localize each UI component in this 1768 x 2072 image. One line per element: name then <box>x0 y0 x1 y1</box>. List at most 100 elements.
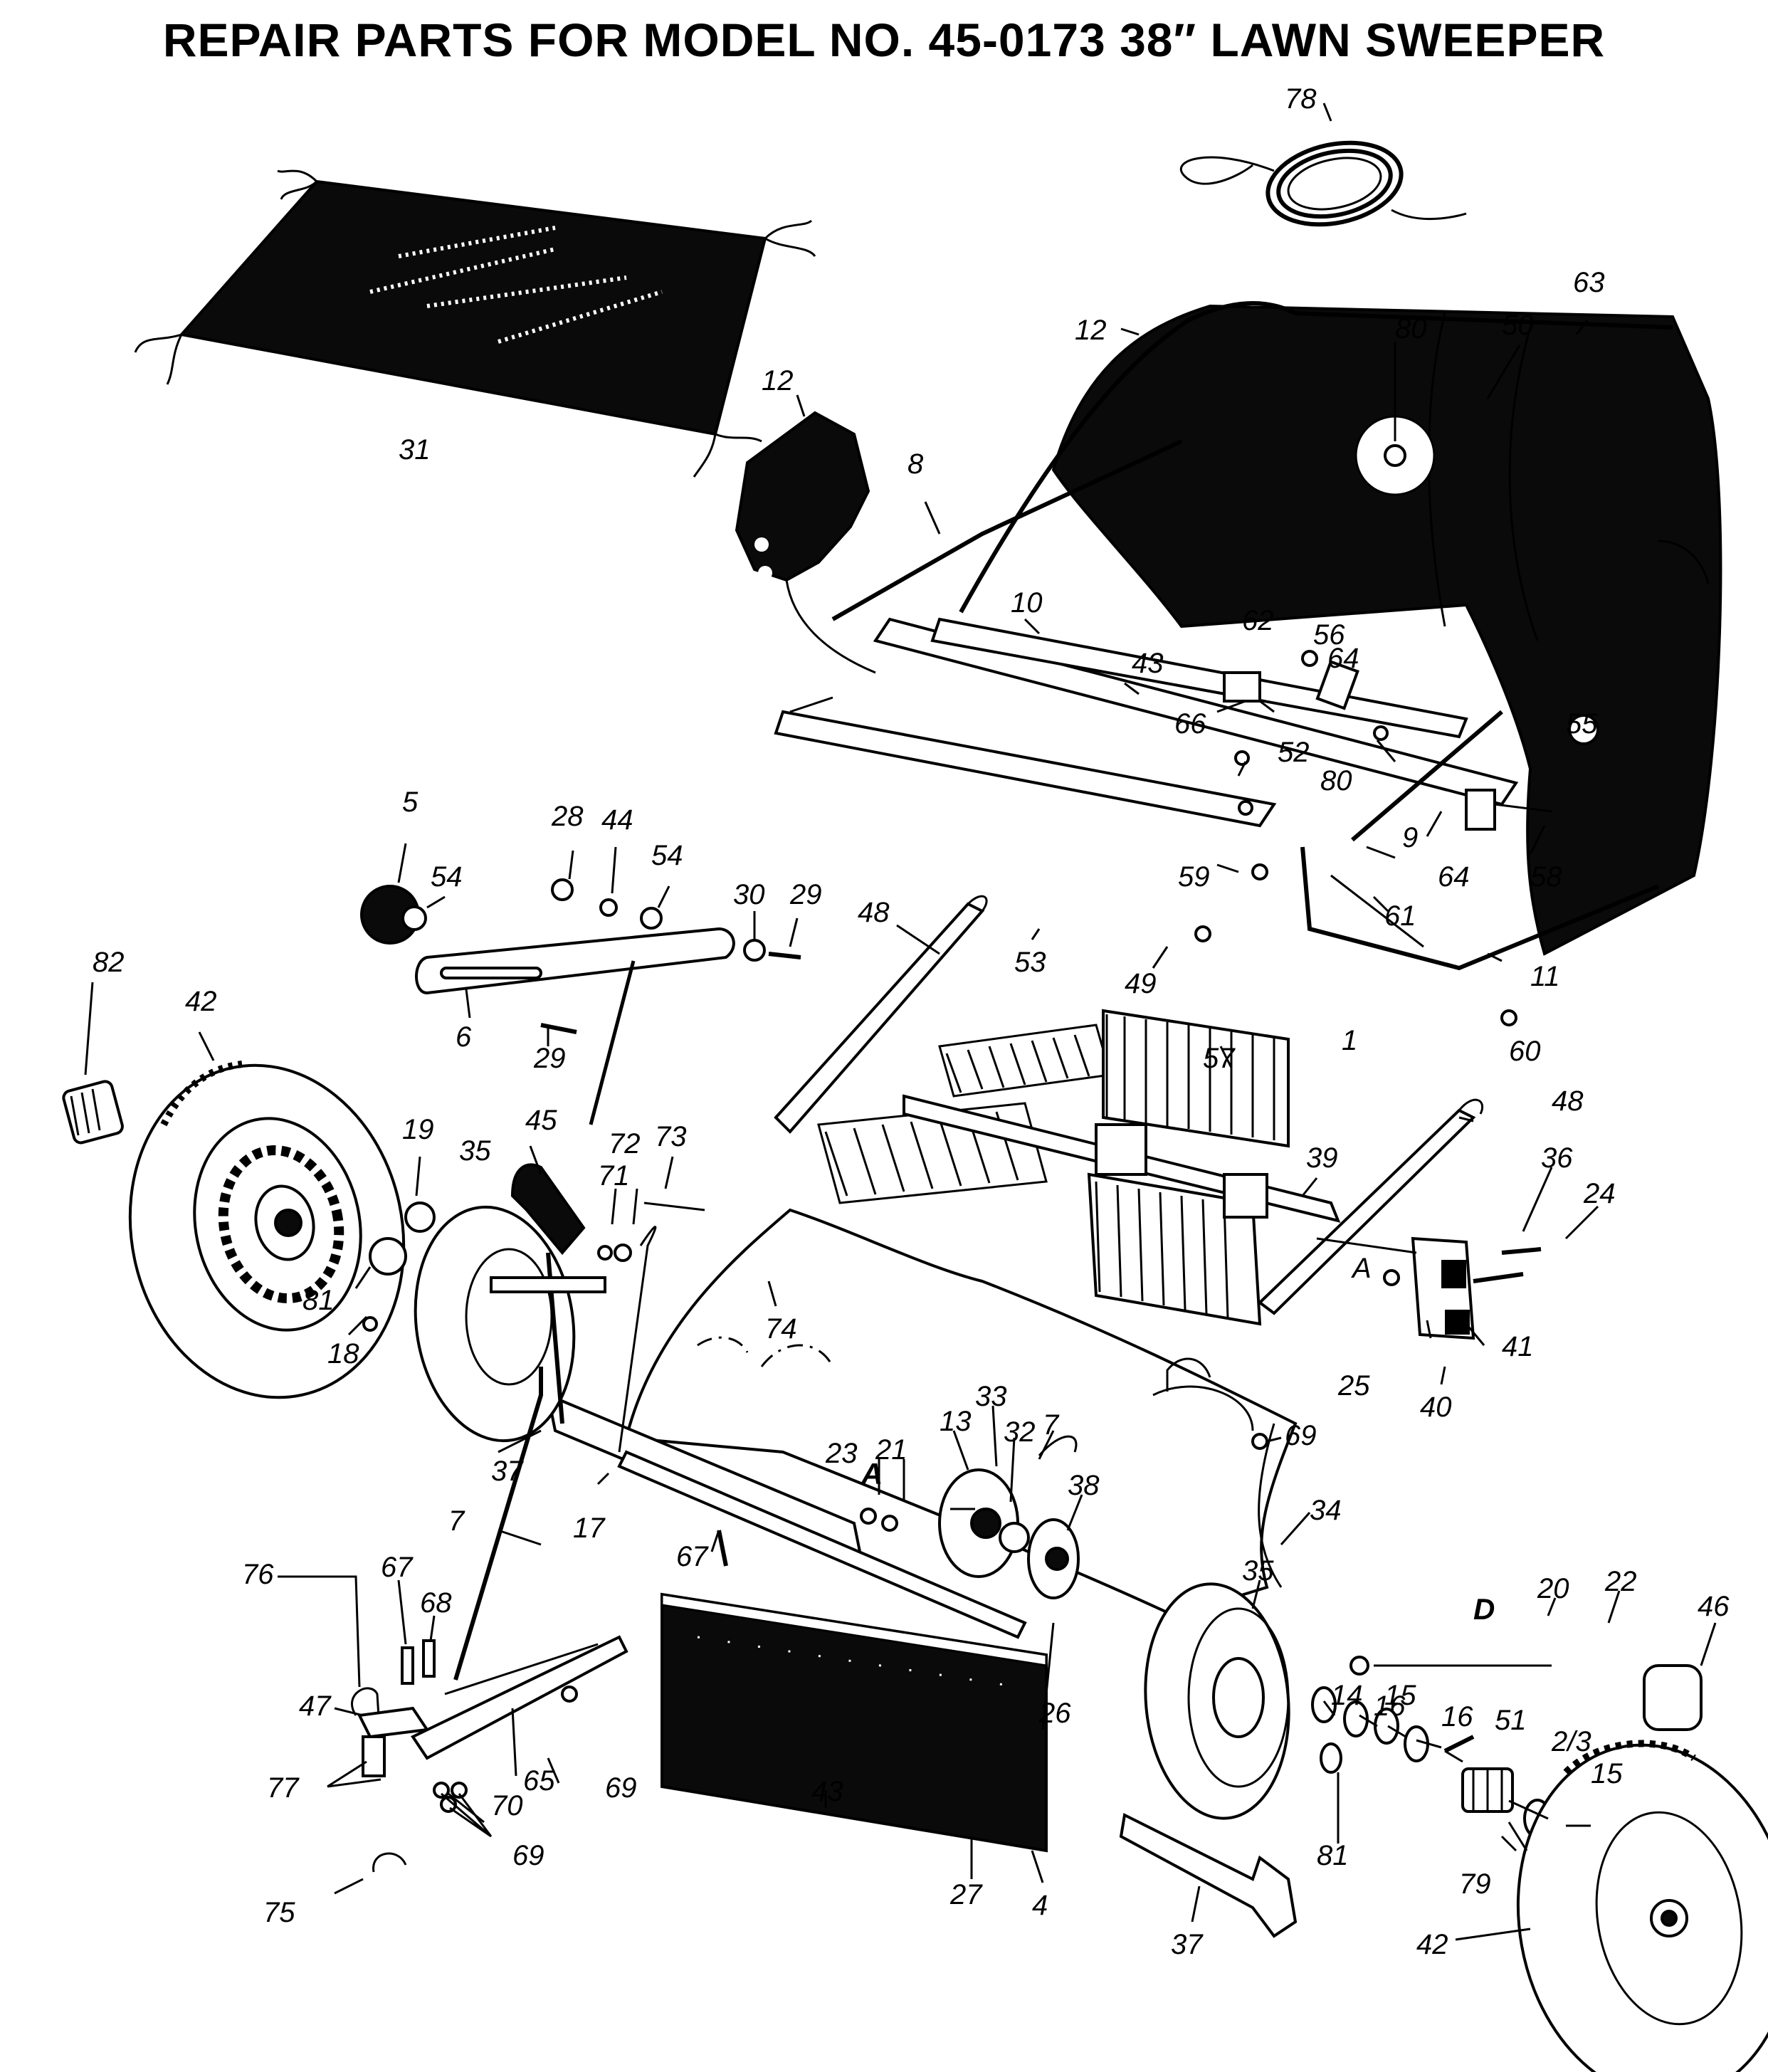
callout-label: 18 <box>327 1338 359 1369</box>
callout-label: 80 <box>1395 313 1427 345</box>
callout-label: 67 <box>381 1552 414 1583</box>
callout-label: 10 <box>1011 587 1043 619</box>
callout-label: 68 <box>420 1587 452 1619</box>
height-adjust-bracket-parts <box>351 1635 628 1873</box>
callout-label: 69 <box>1285 1420 1317 1451</box>
callout-label: 32 <box>1004 1416 1036 1448</box>
callout-label: 14 <box>1331 1680 1363 1711</box>
callout-label: 13 <box>940 1406 972 1437</box>
callout-label: 54 <box>431 861 463 893</box>
callout-label: 70 <box>491 1790 523 1821</box>
coiled-rope-part <box>1179 140 1467 227</box>
callout-label: 2/3 <box>1551 1726 1591 1757</box>
left-wheel-part <box>62 1061 406 1399</box>
callout-label: 43 <box>1132 648 1164 679</box>
callout-label: 16 <box>1441 1701 1473 1732</box>
callout-label: 41 <box>1502 1331 1534 1362</box>
callout-label: 53 <box>1014 947 1046 978</box>
callout-label: 74 <box>765 1313 797 1345</box>
callout-label: 6 <box>456 1021 472 1053</box>
callout-label: 77 <box>267 1772 300 1804</box>
hopper-bag-part <box>959 301 1722 956</box>
callout-label: 57 <box>1203 1043 1236 1074</box>
callout-label: 56 <box>1313 619 1345 651</box>
page-title: REPAIR PARTS FOR MODEL NO. 45-0173 38″ L… <box>162 14 1606 66</box>
link-rod-part <box>444 1201 705 1695</box>
callout-label: 67 <box>676 1541 709 1572</box>
callout-label: 12 <box>1075 315 1107 346</box>
callout-label: 39 <box>1306 1142 1338 1174</box>
callout-label: 63 <box>1573 267 1605 298</box>
callout-leader-lines <box>84 102 1717 1941</box>
callout-label: 66 <box>1174 708 1206 740</box>
callout-label: 30 <box>733 879 765 910</box>
callout-label: 36 <box>1541 1142 1573 1174</box>
callout-label: 72 <box>609 1128 641 1159</box>
callout-label: 40 <box>1420 1392 1452 1423</box>
callout-label: 64 <box>1327 643 1359 674</box>
callout-label: 27 <box>949 1879 983 1910</box>
callout-label: 11 <box>1530 961 1560 992</box>
callout-label: 65 <box>523 1765 555 1797</box>
callout-label: 1 <box>1342 1025 1357 1056</box>
callout-label: 7 <box>1043 1409 1060 1441</box>
callout-label: 55 <box>1566 708 1598 740</box>
callout-label: 69 <box>605 1772 637 1804</box>
callout-label: 80 <box>1320 765 1352 796</box>
callout-label: 49 <box>1125 968 1157 999</box>
linkage-arm-part <box>360 878 801 1125</box>
callout-label: 25 <box>1337 1370 1370 1402</box>
callout-label: 4 <box>1032 1890 1048 1921</box>
callout-label: 69 <box>512 1840 544 1871</box>
callout-label: 37 <box>491 1456 524 1487</box>
front-rail-part <box>546 1392 1027 1639</box>
callout-label: 61 <box>1384 900 1416 932</box>
callout-label: 24 <box>1583 1178 1616 1209</box>
callout-label: 22 <box>1604 1566 1637 1597</box>
callout-label: 12 <box>762 365 794 396</box>
left-hub-and-lever-parts <box>362 1163 657 1453</box>
callout-label: 46 <box>1698 1591 1730 1622</box>
callout-label: 35 <box>459 1135 491 1167</box>
callout-label: 51 <box>1495 1705 1527 1736</box>
callout-label: 50 <box>1502 310 1534 341</box>
callout-label: 58 <box>1530 861 1562 893</box>
callout-label: 15 <box>1384 1680 1416 1711</box>
callout-label: 31 <box>399 434 431 466</box>
callout-label: 23 <box>825 1438 858 1469</box>
callout-label: 64 <box>1438 861 1470 893</box>
callout-label: 29 <box>533 1043 566 1074</box>
callout-label: 21 <box>875 1434 907 1466</box>
callout-label: 81 <box>1317 1840 1349 1871</box>
axle-hardware-parts <box>1311 1656 1703 1843</box>
drive-hub-parts <box>717 1435 1080 1599</box>
callout-label: 82 <box>93 947 125 978</box>
callout-label: A <box>1351 1253 1372 1284</box>
callout-label: 20 <box>1537 1573 1569 1604</box>
callout-label: 43 <box>811 1776 843 1807</box>
callout-label: 15 <box>1591 1758 1623 1789</box>
right-wheel-part <box>1516 1740 1768 2072</box>
support-rod-parts <box>774 895 1484 1315</box>
callout-label: 48 <box>858 897 890 928</box>
callout-label: 42 <box>185 986 217 1017</box>
callout-label: 28 <box>551 801 584 832</box>
callout-label: 17 <box>573 1513 606 1544</box>
callout-label: 45 <box>525 1105 557 1136</box>
callout-label: 7 <box>448 1505 465 1537</box>
callout-label: A <box>861 1457 883 1490</box>
callout-label: 75 <box>263 1897 295 1928</box>
hopper-clip-part <box>735 411 876 674</box>
callout-label: 5 <box>402 787 419 818</box>
callout-label: 19 <box>402 1114 434 1145</box>
lower-brace-part <box>1119 1813 1298 1938</box>
side-bracket-part <box>1316 1236 1542 1340</box>
callout-label: D <box>1473 1592 1495 1626</box>
callout-label: 35 <box>1242 1555 1274 1587</box>
callout-label: 9 <box>1402 822 1418 853</box>
callout-label: 33 <box>975 1381 1007 1412</box>
callout-label: 81 <box>302 1285 335 1316</box>
callout-label: 8 <box>907 448 924 480</box>
callout-label: 37 <box>1171 1929 1204 1960</box>
